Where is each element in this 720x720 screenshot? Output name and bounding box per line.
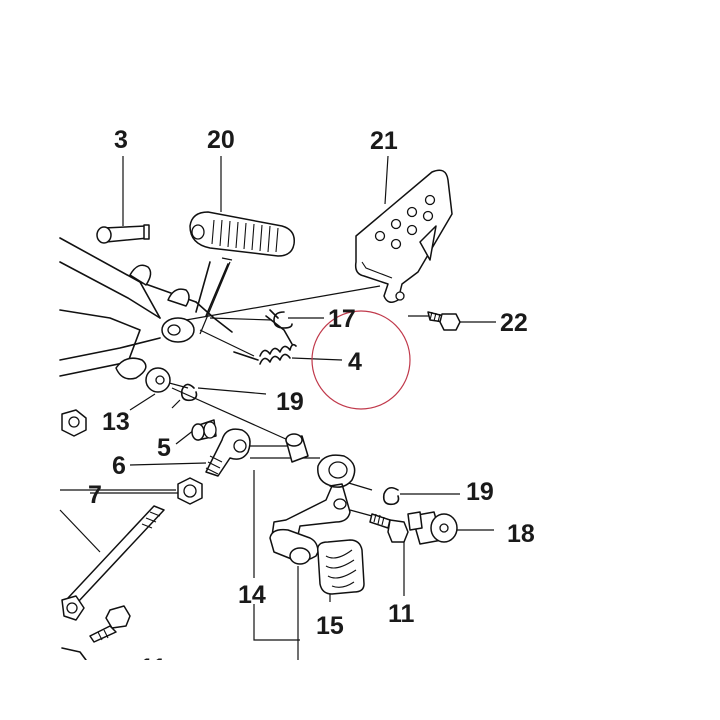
part-20-footrest xyxy=(189,211,295,317)
crop-mask xyxy=(0,660,720,720)
callout-22: 22 xyxy=(500,309,528,337)
part-21-heel-plate xyxy=(354,169,453,303)
part-18-pivot-bolt xyxy=(407,511,458,545)
part-11-bolt-lower-left xyxy=(61,605,131,661)
part-19-circlip-upper xyxy=(180,383,198,402)
callout-7: 7 xyxy=(88,481,102,509)
part-4-spring xyxy=(233,315,297,365)
shift-rod xyxy=(61,505,165,621)
callout-11-right: 11 xyxy=(388,600,415,628)
callout-4: 4 xyxy=(348,348,362,376)
callout-14: 14 xyxy=(238,581,266,609)
part-22-bolt xyxy=(427,311,461,331)
part-5-bushing xyxy=(191,419,217,441)
part-15-rubber-pad xyxy=(316,539,365,595)
callout-20: 20 xyxy=(207,126,235,154)
callout-19-upper: 19 xyxy=(276,388,304,416)
leader-lines xyxy=(59,155,496,660)
highlight-circle xyxy=(311,310,411,410)
part-7-nut xyxy=(177,477,203,505)
part-19-circlip-lower xyxy=(382,486,400,506)
frame-bracket xyxy=(59,237,233,380)
part-17-clip xyxy=(269,309,293,329)
frame-nut xyxy=(61,409,87,437)
callout-15: 15 xyxy=(316,612,344,640)
callout-21: 21 xyxy=(370,127,398,155)
callout-3: 3 xyxy=(114,126,128,154)
callout-18: 18 xyxy=(507,520,535,548)
callout-17: 17 xyxy=(328,305,356,333)
callout-19-lower: 19 xyxy=(466,478,494,506)
shift-lever xyxy=(269,454,356,565)
part-6-rod-end xyxy=(205,428,251,477)
callout-5: 5 xyxy=(157,434,171,462)
part-14-spacer xyxy=(285,433,309,463)
callout-13: 13 xyxy=(102,408,130,436)
part-13-washer xyxy=(145,367,171,393)
part-3-pin xyxy=(96,224,150,244)
part-11-bolt-right xyxy=(369,513,409,543)
callout-6: 6 xyxy=(112,452,126,480)
